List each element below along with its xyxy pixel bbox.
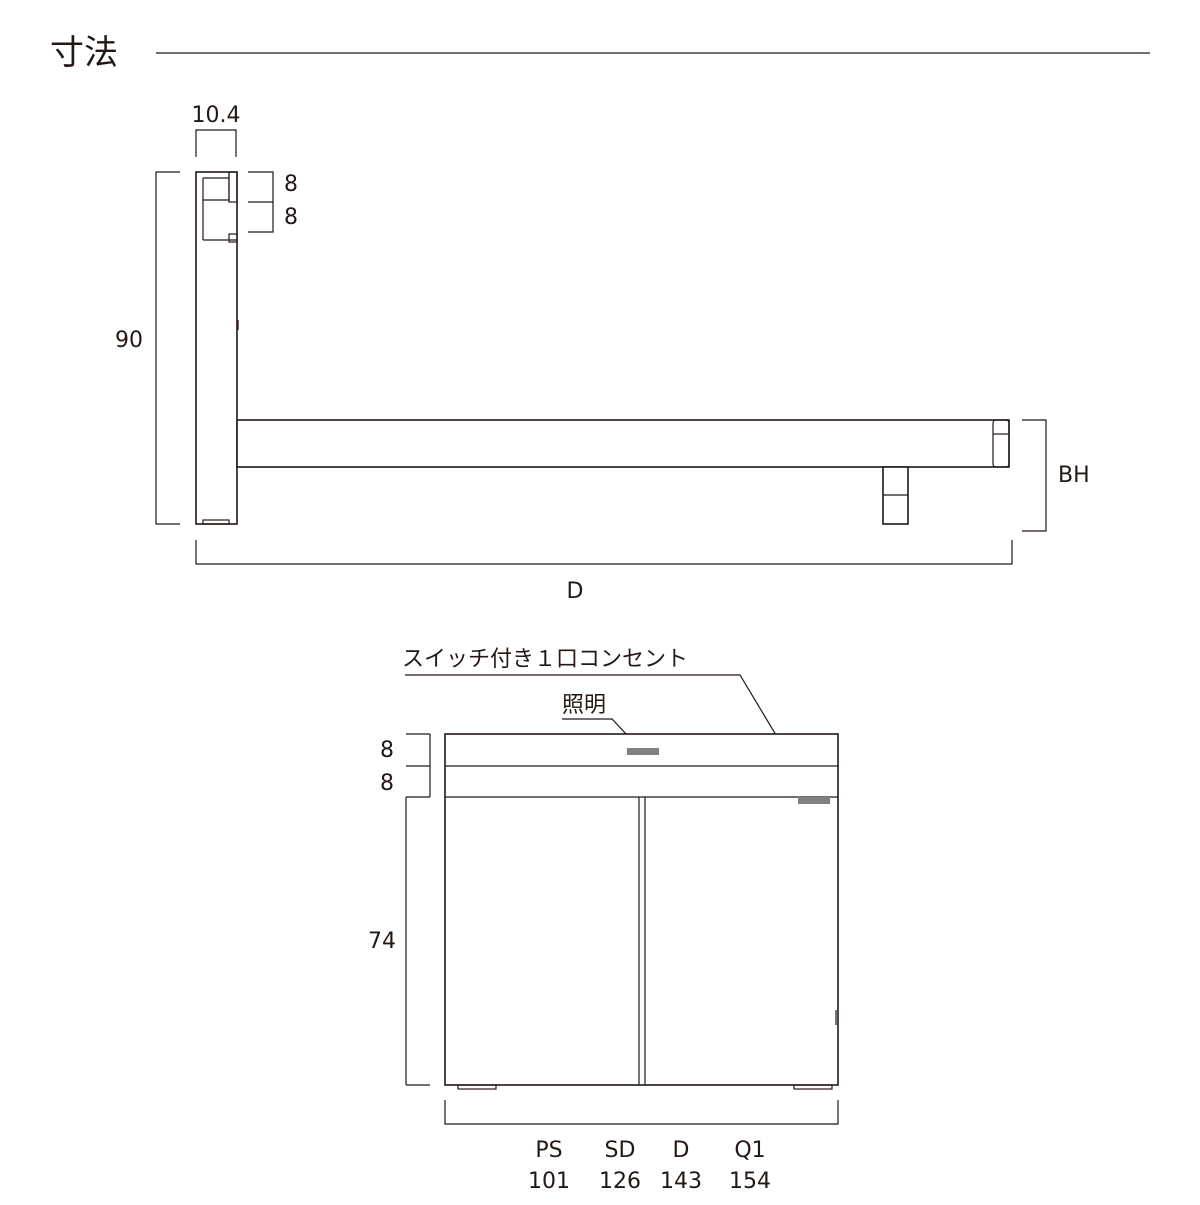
footboard-cap <box>992 419 1010 468</box>
front-foot-left <box>457 1084 497 1090</box>
outlet-callout-label: スイッチ付き１口コンセント <box>402 647 688 672</box>
headboard-front-outline <box>444 733 839 1086</box>
size-value-d: 143 <box>660 1169 702 1194</box>
depth-dim-bracket <box>195 540 1013 565</box>
height-label: 90 <box>115 328 143 353</box>
size-value-sd: 126 <box>599 1169 641 1194</box>
height-dim-bracket <box>155 171 180 525</box>
headboard-width-bracket <box>195 129 237 157</box>
bh-label: BH <box>1058 463 1090 488</box>
bh-dim-bracket <box>1022 419 1047 532</box>
size-header-ps: PS <box>535 1138 562 1163</box>
size-header-sd: SD <box>605 1138 636 1163</box>
light-fixture <box>627 748 659 755</box>
outlet-fixture <box>798 797 830 804</box>
headboard-foot <box>202 519 230 525</box>
lower-band-label: 8 <box>380 771 394 796</box>
headboard-outline <box>195 171 238 525</box>
bed-rail <box>236 419 1010 468</box>
depth-label: D <box>567 579 584 604</box>
shelf-lip-upper <box>228 171 238 203</box>
size-header-q1: Q1 <box>734 1138 765 1163</box>
shelf-lower-label: 8 <box>284 205 298 230</box>
side-view: 10.4 8 8 90 BH D <box>115 103 1090 604</box>
page-title: 寸法 <box>50 33 118 73</box>
light-callout-label: 照明 <box>562 693 606 718</box>
size-value-ps: 101 <box>528 1169 570 1194</box>
width-dim-bracket <box>444 1100 839 1125</box>
upper-band-label: 8 <box>380 738 394 763</box>
front-view: スイッチ付き１口コンセント 照明 8 8 74 PS <box>368 647 839 1194</box>
shelf-upper-label: 8 <box>284 172 298 197</box>
size-header-d: D <box>673 1138 690 1163</box>
size-table: PS SD D Q1 101 126 143 154 <box>528 1138 771 1194</box>
headboard-width-label: 10.4 <box>192 103 241 128</box>
size-value-q1: 154 <box>729 1169 771 1194</box>
body-height-label: 74 <box>368 929 396 954</box>
shelf-lip-lower <box>228 233 238 243</box>
front-foot-right <box>793 1084 833 1090</box>
